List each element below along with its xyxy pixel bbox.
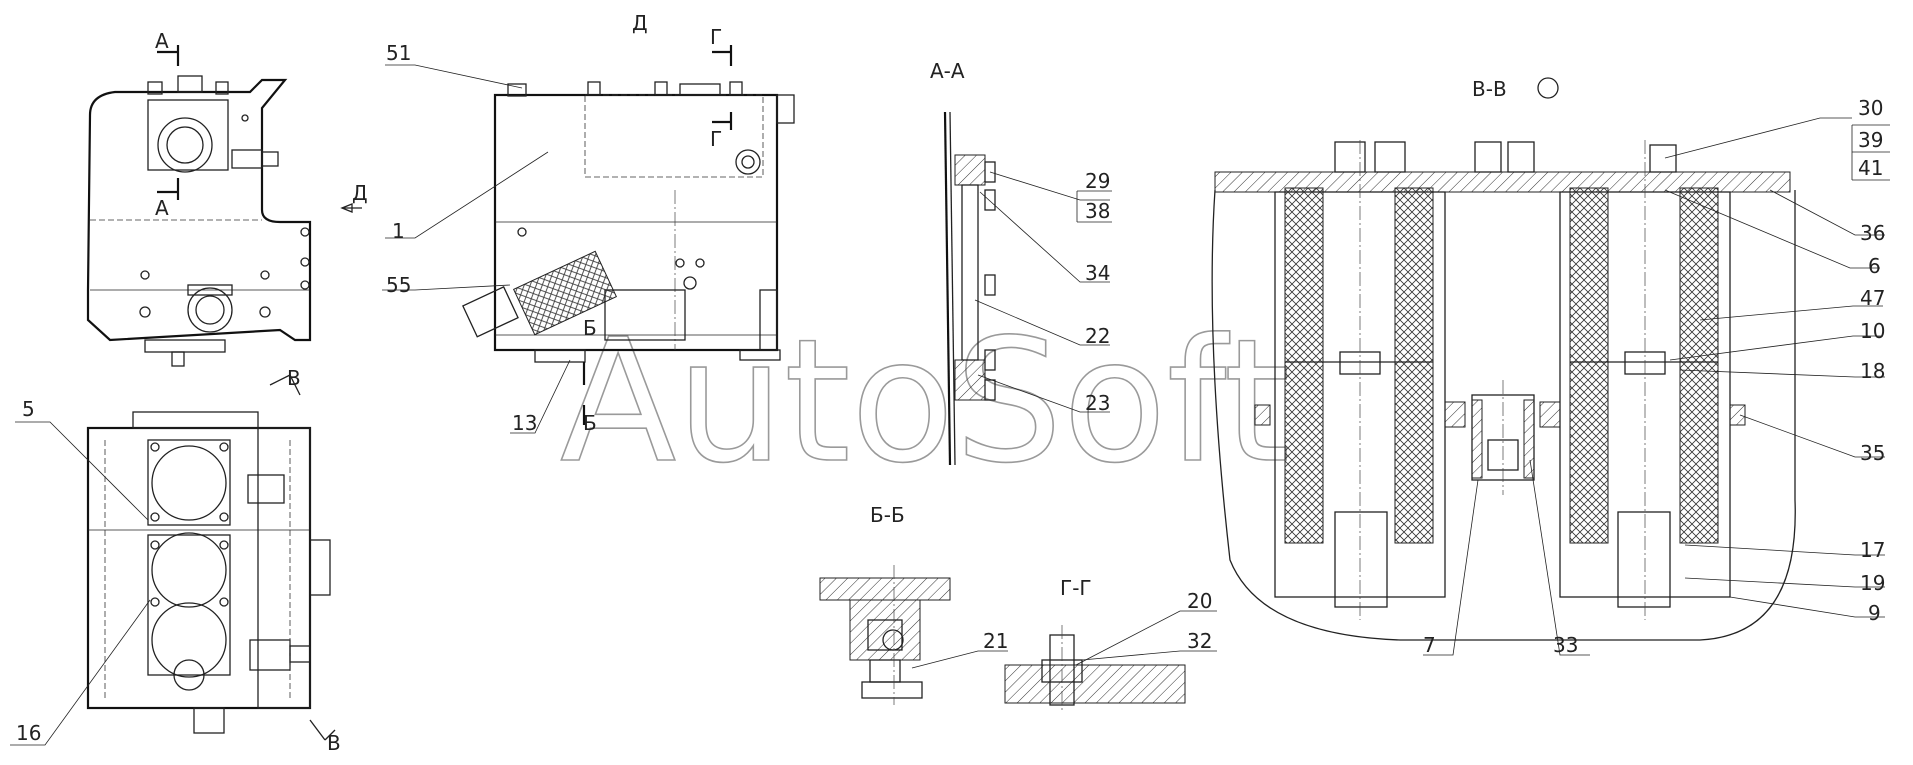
callout-41: 41 xyxy=(1858,156,1883,180)
section-bb xyxy=(819,565,951,705)
cut-label-a-bottom: А xyxy=(155,196,169,220)
callout-16: 16 xyxy=(16,721,41,745)
callout-47: 47 xyxy=(1860,286,1885,310)
cut-label-b-top: Б xyxy=(583,316,597,340)
callout-19: 19 xyxy=(1860,571,1885,595)
callout-1: 1 xyxy=(392,219,405,243)
callout-5: 5 xyxy=(22,397,35,421)
callout-29: 29 xyxy=(1085,169,1110,193)
callout-55: 55 xyxy=(386,273,411,297)
watermark-text: AutoSoft xyxy=(560,303,1290,501)
callout-33: 33 xyxy=(1553,633,1578,657)
callout-35: 35 xyxy=(1860,441,1885,465)
callout-6: 6 xyxy=(1868,254,1881,278)
callout-23: 23 xyxy=(1085,391,1110,415)
callout-17: 17 xyxy=(1860,538,1885,562)
front-view xyxy=(86,45,362,396)
cut-label-b-bottom: Б xyxy=(583,411,597,435)
callout-34: 34 xyxy=(1085,261,1110,285)
callout-labels: 1 5 51 55 13 16 29 38 34 22 23 21 20 32 … xyxy=(16,41,1885,745)
cut-label-g-bottom: Г xyxy=(710,127,722,151)
callout-32: 32 xyxy=(1187,629,1212,653)
callout-21: 21 xyxy=(983,629,1008,653)
callout-38: 38 xyxy=(1085,199,1110,223)
section-aa xyxy=(943,111,996,466)
view-title-bb: Б-Б xyxy=(870,503,905,527)
side-view-d xyxy=(462,45,795,425)
section-vv xyxy=(1211,77,1796,641)
view-arrow-label-d: Д xyxy=(352,181,368,205)
view-title-vv: В-В xyxy=(1472,77,1507,101)
section-gg xyxy=(1004,625,1186,712)
view-title-d: Д xyxy=(632,11,648,35)
callout-13: 13 xyxy=(512,411,537,435)
view-title-aa: А-А xyxy=(930,59,965,83)
callout-22: 22 xyxy=(1085,324,1110,348)
callout-20: 20 xyxy=(1187,589,1212,613)
callout-9: 9 xyxy=(1868,601,1881,625)
callout-10: 10 xyxy=(1860,319,1885,343)
view-title-gg: Г-Г xyxy=(1060,576,1092,600)
callout-36: 36 xyxy=(1860,221,1885,245)
callout-7: 7 xyxy=(1423,633,1436,657)
callout-18: 18 xyxy=(1860,359,1885,383)
cut-label-g-top: Г xyxy=(710,25,722,49)
callout-39: 39 xyxy=(1858,128,1883,152)
plan-view xyxy=(86,411,336,741)
callout-30: 30 xyxy=(1858,96,1883,120)
callout-51: 51 xyxy=(386,41,411,65)
cut-label-v-top: В xyxy=(287,366,301,390)
cut-label-v-bottom: В xyxy=(327,731,341,755)
cut-label-a-top: А xyxy=(155,29,169,53)
leader-lines xyxy=(10,64,1890,746)
